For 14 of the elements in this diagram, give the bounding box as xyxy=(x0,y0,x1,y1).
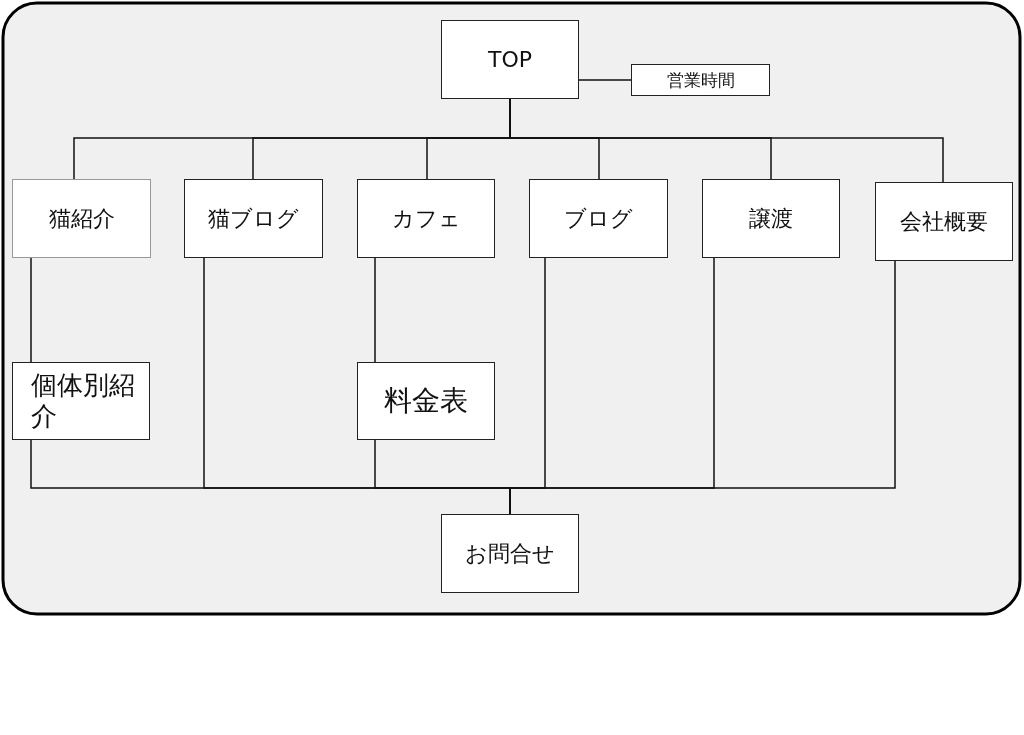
page-box: お問合せ xyxy=(441,514,579,593)
connector-line xyxy=(374,257,376,363)
page-box: 営業時間 xyxy=(631,64,770,96)
page-box: 猫ブログ xyxy=(184,179,323,258)
page-box: 猫紹介 xyxy=(12,179,151,258)
page-box: ブログ xyxy=(529,179,668,258)
page-box: 会社概要 xyxy=(875,182,1013,261)
page-box: カフェ xyxy=(357,179,495,258)
page-box: 譲渡 xyxy=(702,179,840,258)
page-box: 個体別紹介 xyxy=(12,362,150,440)
page-box: TOP xyxy=(441,20,579,99)
connector-line xyxy=(30,257,32,363)
connector-line xyxy=(578,79,632,81)
page-box: 料金表 xyxy=(357,362,495,440)
